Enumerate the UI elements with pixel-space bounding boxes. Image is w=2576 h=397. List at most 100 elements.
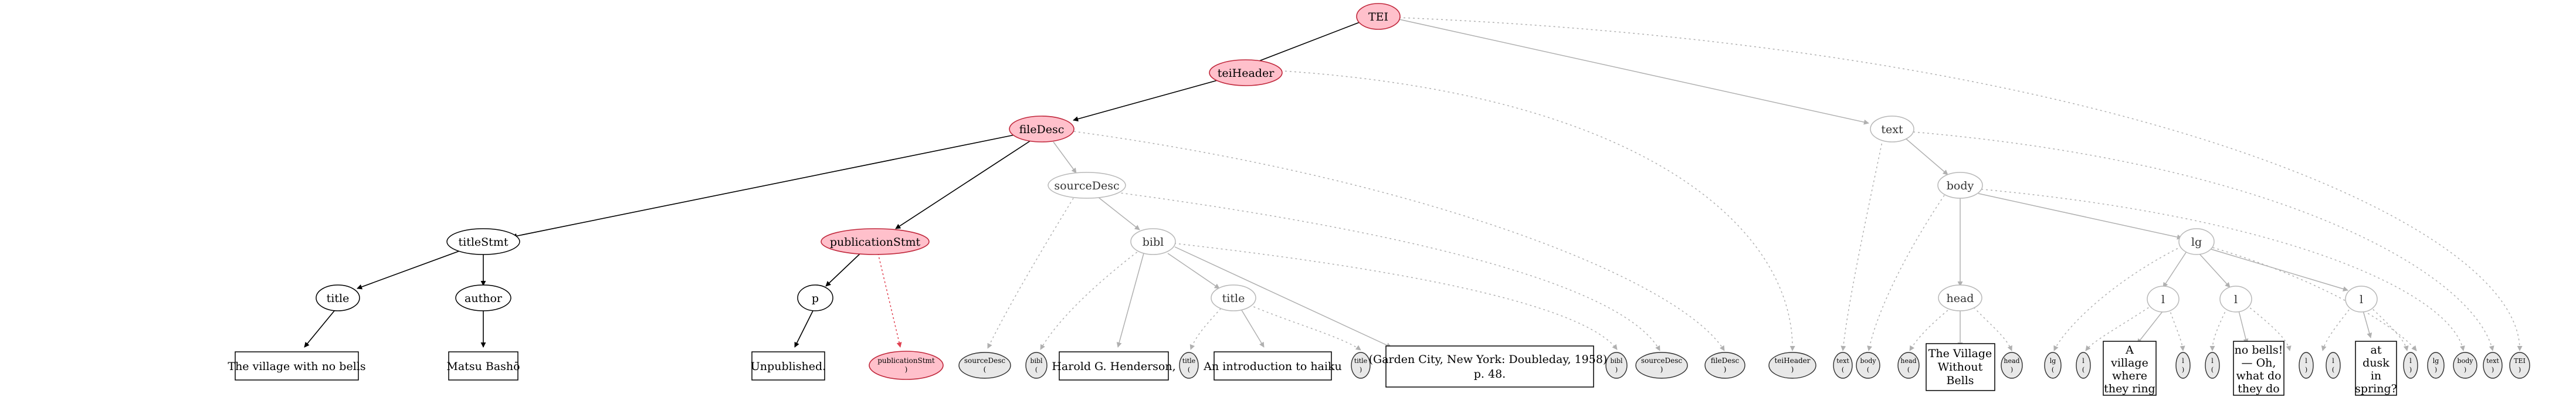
token-l-2-close[interactable]: l ) xyxy=(2299,352,2314,379)
leaf-l-2-text-line-2: — Oh, xyxy=(2242,357,2276,369)
token-l-2-open-paren: ( xyxy=(2211,366,2214,374)
edge-dotted-body-open xyxy=(1867,195,1945,351)
node-lg[interactable]: lg xyxy=(2178,228,2215,255)
token-sourcedesc-close[interactable]: sourceDesc ) xyxy=(1635,352,1688,379)
leaf-head-text-line-1: The Village xyxy=(1928,347,1992,360)
edge-dotted-l1-open xyxy=(2085,304,2153,351)
leaf-author-text[interactable]: Matsu Bashō xyxy=(446,351,520,381)
token-title-close[interactable]: title ) xyxy=(1351,352,1371,379)
leaf-l-3-text-line-4: spring? xyxy=(2355,382,2397,395)
token-l-2-open[interactable]: l ( xyxy=(2205,352,2220,379)
token-body-close[interactable]: body ) xyxy=(2453,352,2477,379)
node-filedesc-label: fileDesc xyxy=(1019,123,1065,136)
token-l-1-open-name: l xyxy=(2082,357,2084,365)
node-filedesc[interactable]: fileDesc xyxy=(1009,116,1075,142)
leaf-bibl-imprint-line-1: (Garden City, New York: Doubleday, 1958)… xyxy=(1369,353,1611,366)
token-lg-close[interactable]: lg ) xyxy=(2427,352,2445,379)
node-tei[interactable]: TEI xyxy=(1356,3,1401,30)
leaf-head-text[interactable]: The Village Without Bells xyxy=(1926,343,1995,391)
token-head-open-name: head xyxy=(1900,357,1916,365)
token-body-close-name: body xyxy=(2458,357,2474,365)
token-publicationstmt-close-name: publicationStmt xyxy=(877,357,935,365)
token-l-1-open[interactable]: l ( xyxy=(2076,352,2091,379)
leaf-l-1-text[interactable]: A village where they ring xyxy=(2103,341,2157,396)
node-body[interactable]: body xyxy=(1937,172,1983,199)
leaf-l-1-text-line-3: where xyxy=(2112,369,2147,382)
node-bibl[interactable]: bibl xyxy=(1130,228,1176,255)
node-sourcedesc[interactable]: sourceDesc xyxy=(1048,172,1126,199)
edge-teiheader-filedesc xyxy=(1073,77,1226,122)
edge-bibl-title xyxy=(1167,253,1220,289)
leaf-l-3-text[interactable]: at dusk in spring? xyxy=(2355,341,2397,396)
token-tei-close[interactable]: TEI ) xyxy=(2509,352,2530,379)
edge-text-body xyxy=(1906,138,1948,175)
token-teiheader-close[interactable]: teiHeader ) xyxy=(1768,352,1816,379)
edge-dotted-l1-close xyxy=(2168,307,2185,351)
leaf-head-text-line-2: Without xyxy=(1938,361,1983,374)
token-head-close[interactable]: head ) xyxy=(2001,352,2023,379)
node-l-1[interactable]: l xyxy=(2147,286,2180,313)
node-text[interactable]: text xyxy=(1870,116,1914,142)
node-publicationstmt[interactable]: publicationStmt xyxy=(821,228,930,255)
leaf-l-2-text[interactable]: no bells! — Oh, what do they do xyxy=(2233,341,2284,396)
node-title[interactable]: title xyxy=(316,284,360,311)
edges xyxy=(304,17,2523,351)
token-text-close[interactable]: text ) xyxy=(2483,352,2503,379)
leaf-l-1-text-line-4: they ring xyxy=(2104,382,2155,395)
token-sourcedesc-open-paren: ( xyxy=(984,365,987,374)
node-titlestmt[interactable]: titleStmt xyxy=(446,228,520,255)
node-teiheader[interactable]: teiHeader xyxy=(1209,59,1283,86)
token-lg-close-paren: ) xyxy=(2435,366,2437,374)
active-nodes: titleStmt title author p The village wit… xyxy=(228,228,833,381)
token-teiheader-close-paren: ) xyxy=(1791,365,1794,374)
token-filedesc-close[interactable]: fileDesc ) xyxy=(1704,352,1745,379)
node-p[interactable]: p xyxy=(797,284,833,311)
token-title-open[interactable]: title ( xyxy=(1179,352,1199,379)
token-l-3-open-name: l xyxy=(2332,357,2334,365)
token-body-open[interactable]: body ( xyxy=(1856,352,1880,379)
token-head-open[interactable]: head ( xyxy=(1897,352,1920,379)
token-bibl-close[interactable]: bibl ) xyxy=(1605,352,1628,379)
token-tei-close-paren: ) xyxy=(2519,366,2521,374)
leaf-bibl-title[interactable]: An introduction to haiku xyxy=(1203,351,1342,381)
token-text-open-paren: ( xyxy=(1842,366,1844,374)
leaf-l-2-text-line-3: what do xyxy=(2236,369,2281,382)
edge-lg-l1 xyxy=(2163,251,2187,288)
token-sourcedesc-close-paren: ) xyxy=(1660,365,1663,374)
token-tei-close-name: TEI xyxy=(2514,357,2526,365)
token-l-3-open[interactable]: l ( xyxy=(2326,352,2341,379)
token-bibl-open-name: bibl xyxy=(1030,357,1043,365)
leaf-bibl-author[interactable]: Harold G. Henderson, xyxy=(1052,351,1176,381)
edge-body-lg xyxy=(1978,193,2182,240)
node-bibl-title[interactable]: title xyxy=(1211,284,1256,311)
leaf-l-3-text-line-1: at xyxy=(2371,344,2382,357)
node-p-label: p xyxy=(812,292,819,305)
token-l-1-close[interactable]: l ) xyxy=(2175,352,2191,379)
token-l-2-close-paren: ) xyxy=(2305,366,2307,374)
token-bibl-close-paren: ) xyxy=(1615,366,1618,374)
edge-filedesc-sourcedesc xyxy=(1053,141,1077,174)
token-lg-open[interactable]: lg ( xyxy=(2044,352,2062,379)
edge-filedesc-publicationstmt xyxy=(895,139,1033,229)
node-head[interactable]: head xyxy=(1938,284,1982,311)
node-author[interactable]: author xyxy=(455,284,511,311)
token-sourcedesc-open[interactable]: sourceDesc ( xyxy=(958,352,1011,379)
token-bibl-open[interactable]: bibl ( xyxy=(1025,352,1048,379)
node-l-3[interactable]: l xyxy=(2345,286,2378,313)
edge-dotted-sourcedesc-open xyxy=(987,198,1074,349)
leaf-title-text[interactable]: The village with no bells xyxy=(228,351,366,381)
pending-leaves: Harold G. Henderson, An introduction to … xyxy=(1052,341,2397,396)
leaf-p-text[interactable]: Unpublished. xyxy=(751,351,826,381)
node-titlestmt-label: titleStmt xyxy=(459,236,509,249)
node-l-2[interactable]: l xyxy=(2219,286,2252,313)
edge-filedesc-titlestmt xyxy=(511,134,1015,239)
token-l-3-close[interactable]: l ) xyxy=(2403,352,2418,379)
token-lg-open-paren: ( xyxy=(2052,366,2054,374)
leaf-bibl-imprint-line-2: p. 48. xyxy=(1474,368,1506,381)
token-publicationstmt-close[interactable]: publicationStmt ) xyxy=(869,351,944,380)
edge-l3-text xyxy=(2363,310,2372,338)
token-text-open[interactable]: text ( xyxy=(1833,352,1853,379)
leaf-bibl-imprint[interactable]: (Garden City, New York: Doubleday, 1958)… xyxy=(1369,345,1611,388)
edge-l2-text xyxy=(2238,310,2249,344)
